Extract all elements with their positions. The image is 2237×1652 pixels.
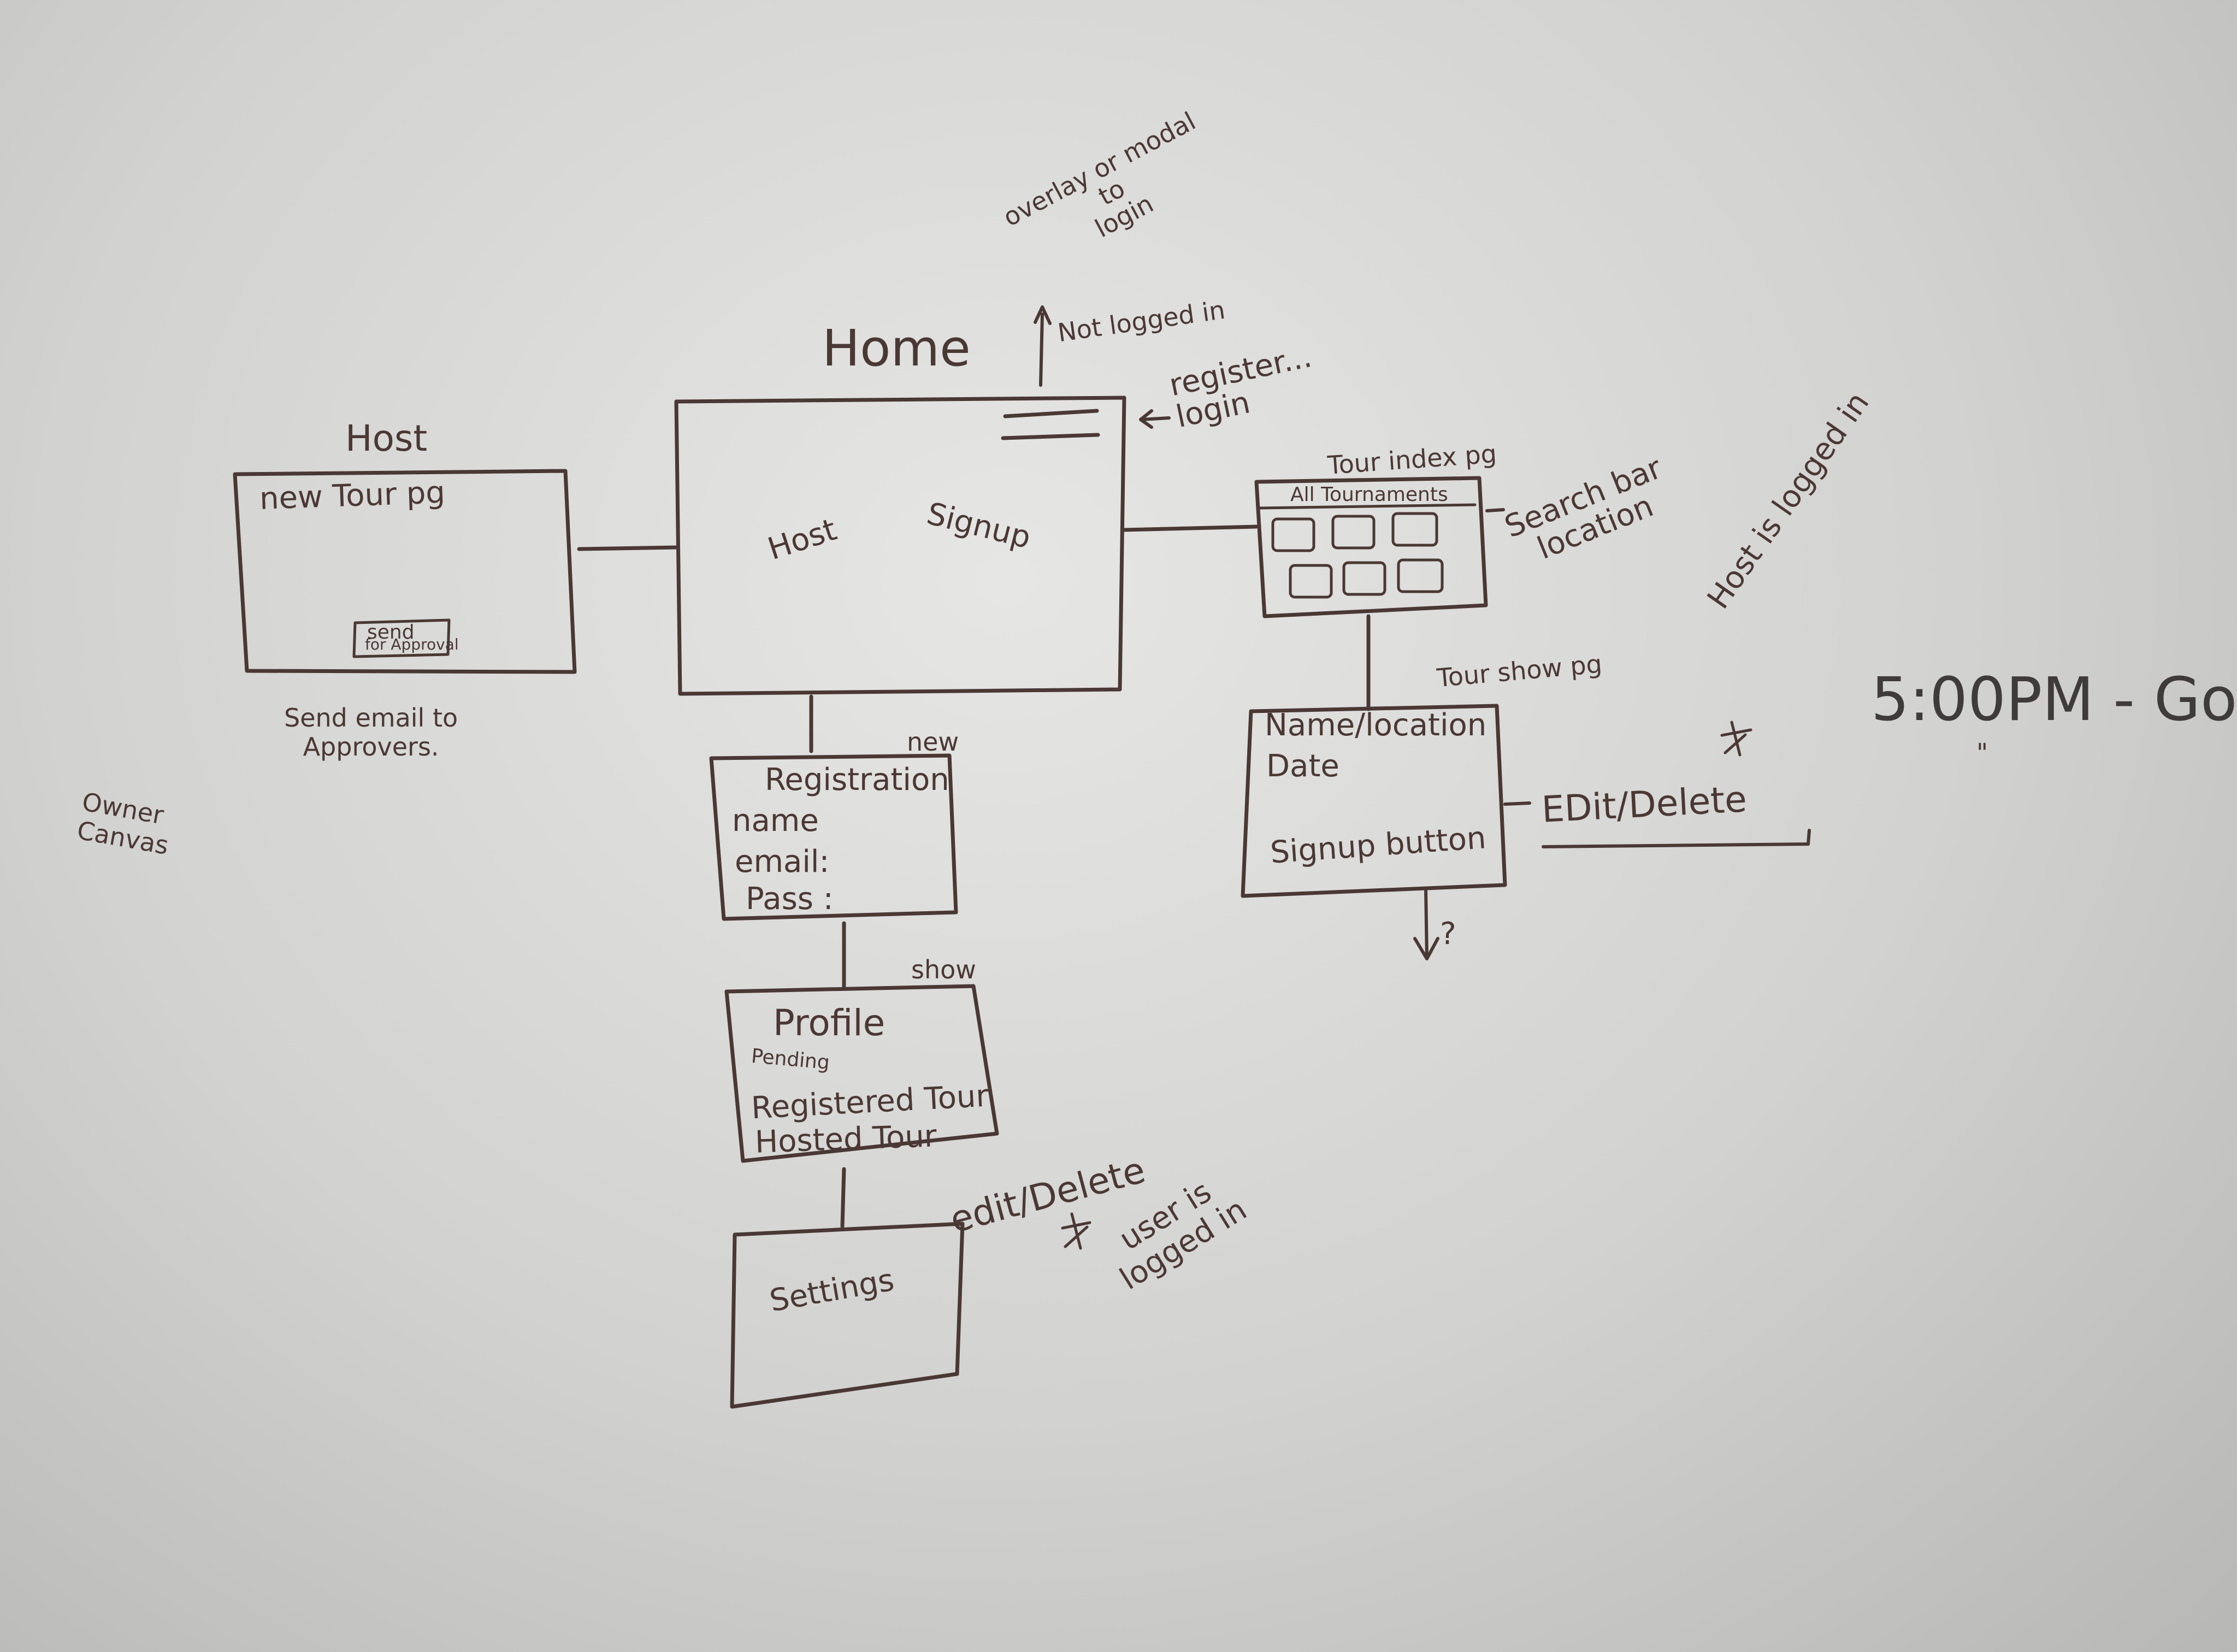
tour-show-page-box: [1241, 704, 1507, 898]
send-approval-button-box: [352, 618, 451, 658]
send-email-note: Send email to Approvers.: [284, 703, 458, 762]
time-ditto-mark: ": [1976, 738, 1988, 768]
tour-show-date: Date: [1266, 748, 1339, 784]
not-logged-in-arrow: [1034, 305, 1052, 387]
registration-new-tag: new: [907, 727, 959, 757]
home-tour-index-connector: [1122, 524, 1259, 532]
send-approval-button-label: send: [367, 621, 415, 644]
registration-page-box: [709, 753, 958, 921]
host-page-box: [233, 469, 577, 674]
host-home-connector: [577, 545, 678, 551]
tour-show-question-mark: ?: [1440, 916, 1456, 952]
tour-show-edit-delete-note: EDit/Delete: [1540, 778, 1748, 831]
search-bar-pointer: [1485, 508, 1505, 512]
edit-delete-pointer: [1503, 801, 1531, 806]
profile-show-tag: show: [911, 955, 976, 984]
profile-page-box: [724, 984, 999, 1163]
tour-index-header-line: [1258, 503, 1477, 510]
registration-field-pass: Pass :: [746, 881, 834, 917]
host-title: Host: [345, 417, 428, 459]
tour-show-name-location: Name/location: [1265, 707, 1487, 743]
time-note: 5:00PM - Go: [1871, 664, 2237, 734]
send-approval-button-sublabel: for Approval: [365, 635, 459, 653]
registration-field-email: email:: [735, 844, 830, 880]
settings-page-box: [730, 1222, 965, 1409]
profile-settings-connector: [840, 1167, 846, 1229]
tour-index-page-box: [1254, 476, 1488, 618]
host-logged-in-bracket: [1542, 829, 1811, 848]
user-star-icon: [1061, 1212, 1091, 1250]
profile-title: Profile: [773, 1002, 886, 1044]
registration-title: Registration: [765, 762, 949, 798]
tournament-cards-grid: [1271, 512, 1444, 599]
all-tournaments-header: All Tournaments: [1290, 483, 1448, 506]
tour-show-down-arrow: [1413, 888, 1439, 960]
home-page-box: [674, 396, 1126, 696]
login-arrow: [1139, 409, 1171, 429]
registration-field-name: name: [732, 803, 819, 839]
home-title: Home: [822, 319, 971, 377]
host-new-tour-page-label: new Tour pg: [258, 475, 446, 517]
host-star-icon: [1720, 721, 1752, 757]
profile-hosted-tour-item: Hosted Tour: [754, 1118, 937, 1160]
